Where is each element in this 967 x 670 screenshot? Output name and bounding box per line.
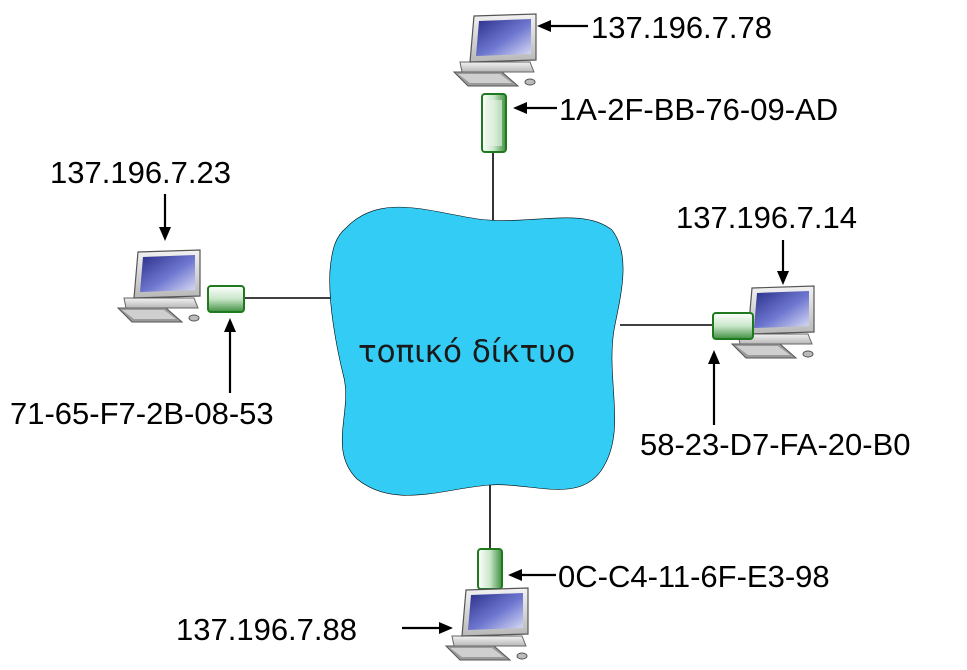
nic-adapter-top-inner (486, 100, 502, 146)
arrow-left-ip-head (159, 227, 171, 241)
arrow-right-ip-head (777, 271, 789, 285)
mac-label-left: 71-65-F7-2B-08-53 (10, 396, 274, 431)
host-right (712, 285, 815, 359)
ip-label-left: 137.196.7.23 (50, 155, 231, 190)
lan-cloud (329, 206, 624, 496)
arrow-top-ip-head (537, 20, 551, 32)
mac-label-bottom: 0C-C4-11-6F-E3-98 (558, 559, 830, 594)
arrow-right-mac-head (708, 350, 720, 364)
host-bottom (445, 548, 529, 661)
mac-label-right: 58-23-D7-FA-20-B0 (640, 427, 911, 462)
nic-adapter-bottom (477, 548, 503, 590)
mac-label-top: 1A-2F-BB-76-09-AD (559, 92, 838, 127)
host-left (117, 249, 245, 323)
host-top (453, 13, 537, 153)
desktop-computer-icon (117, 249, 201, 323)
arrow-bottom-ip-head (439, 622, 453, 634)
arrow-top-mac-head (513, 102, 527, 114)
arrow-bottom-mac-head (508, 569, 522, 581)
desktop-computer-icon (445, 587, 529, 661)
ip-label-top: 137.196.7.78 (591, 10, 772, 45)
nic-adapter-left (207, 285, 245, 313)
desktop-computer-icon (453, 13, 537, 87)
ip-label-bottom: 137.196.7.88 (176, 612, 357, 647)
arrow-left-mac-head (224, 318, 236, 332)
nic-adapter-right (712, 312, 754, 340)
network-label: τοπικό δίκτυο (358, 334, 575, 370)
ip-label-right: 137.196.7.14 (676, 200, 857, 235)
